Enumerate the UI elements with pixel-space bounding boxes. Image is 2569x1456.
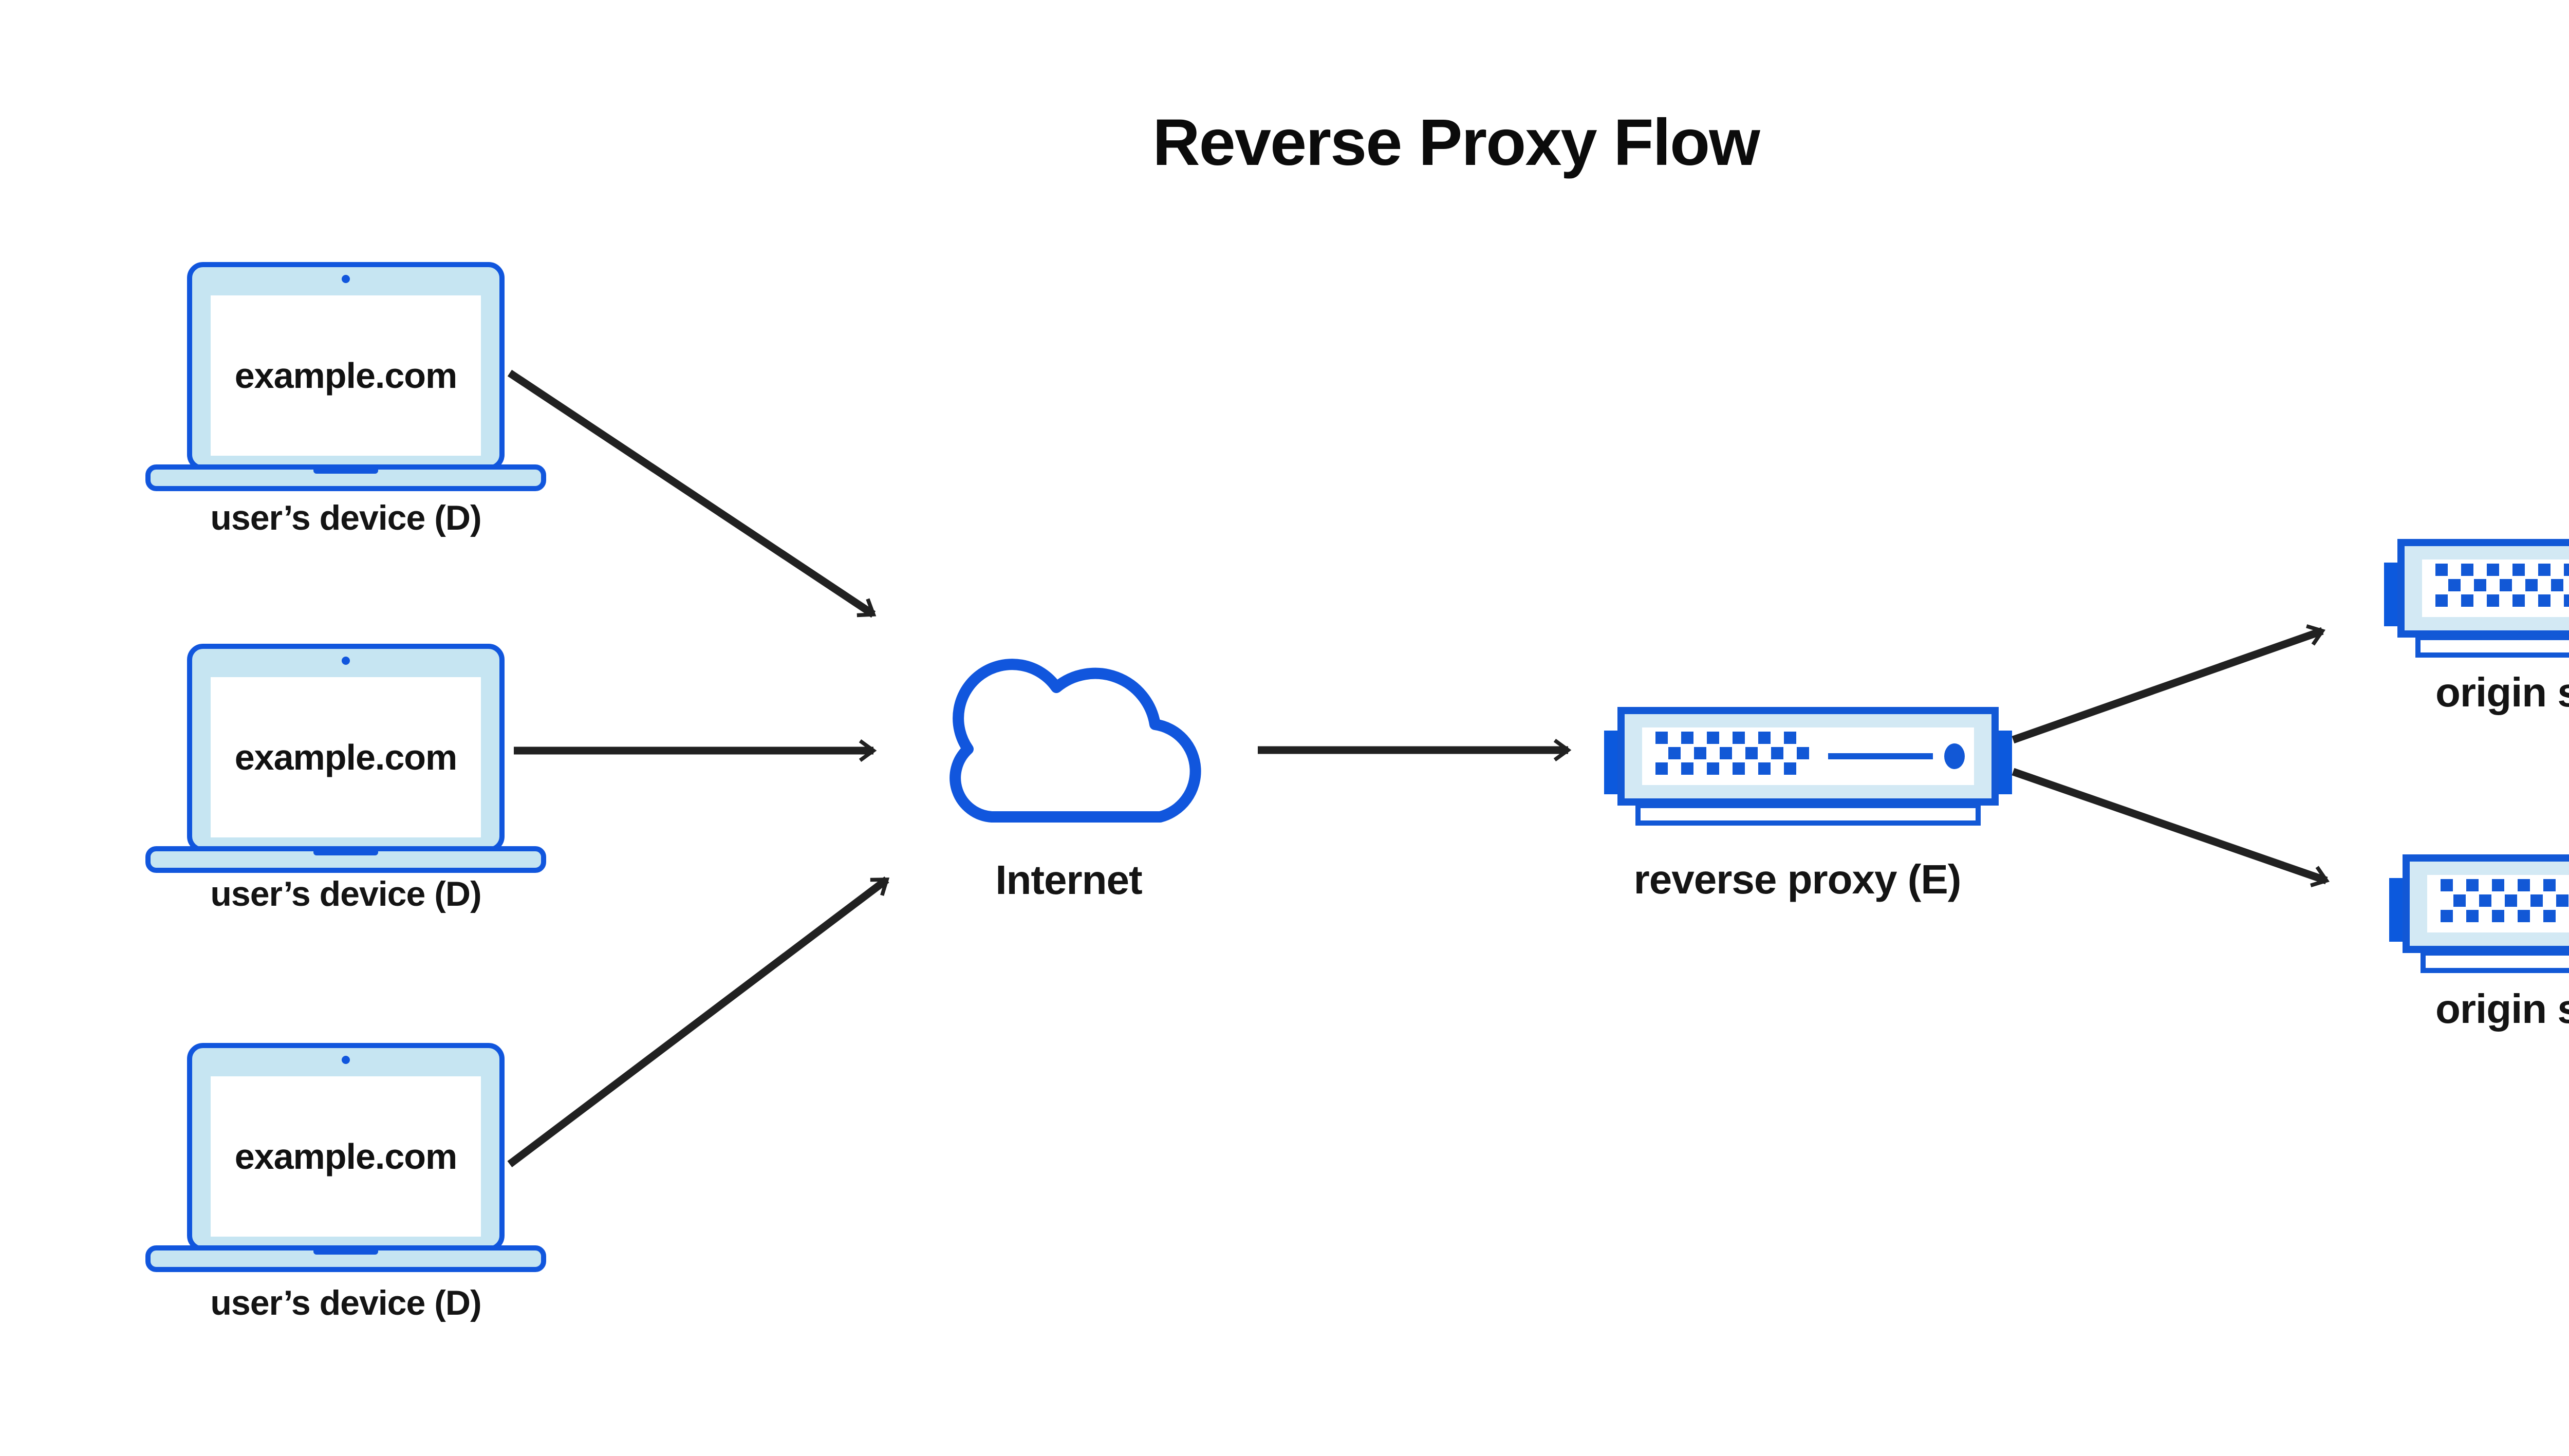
reverse-proxy-label: reverse proxy (E) [1633, 856, 1962, 902]
device3-screen-text: example.com [234, 1136, 458, 1177]
device1-screen-text: example.com [234, 356, 458, 396]
device1-label: user’s device (D) [210, 498, 481, 537]
arrow-device1-internet [507, 369, 877, 618]
arrow-proxy-origin1 [2012, 624, 2325, 744]
origin-server1-label: origin server (F) [2435, 669, 2569, 715]
origin-server2-label: origin server (F) [2435, 986, 2569, 1032]
origin-server-icon-2 [2389, 852, 2569, 976]
origin-server-icon-1 [2384, 537, 2569, 660]
device2-screen-text: example.com [234, 737, 458, 777]
cloud-outline [950, 659, 1201, 823]
arrow-proxy-origin2 [2012, 768, 2330, 887]
internet-label: Internet [995, 857, 1142, 903]
arrow-device3-internet [507, 876, 890, 1167]
cloud-icon [950, 659, 1201, 823]
device3-label: user’s device (D) [210, 1283, 481, 1322]
device2-label: user’s device (D) [210, 874, 481, 913]
reverse-proxy-icon [1604, 705, 2012, 828]
page-title: Reverse Proxy Flow [1152, 106, 1760, 179]
